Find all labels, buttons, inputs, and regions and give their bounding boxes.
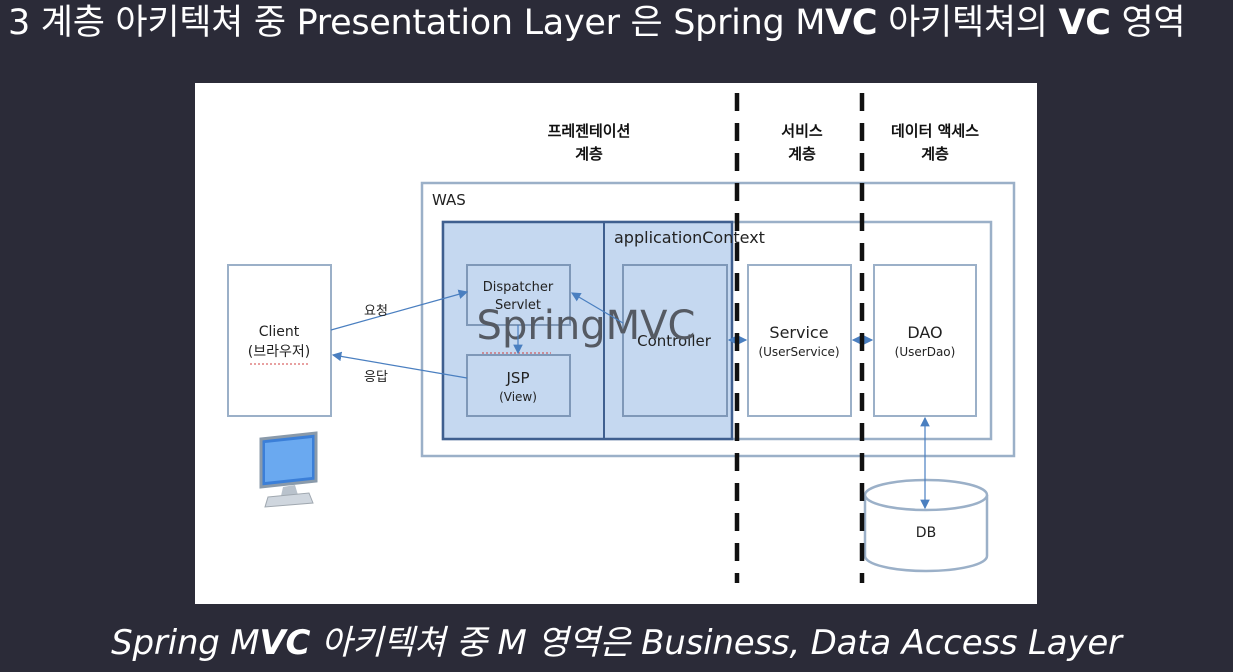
title-text-1: 3 계층 아키텍쳐 중 Presentation Layer 은 Spring …: [8, 3, 826, 43]
dao-sub-label: (UserDao): [895, 345, 956, 359]
springmvc-label: SpringMVC: [477, 303, 696, 349]
diagram-svg: 프레젠테이션 계층 서비스 계층 데이터 액세스 계층 WAS applicat…: [227, 93, 1016, 583]
was-label: WAS: [432, 191, 466, 209]
service-layer-label-2: 계층: [788, 145, 816, 163]
title-bold-1: VC: [825, 3, 878, 43]
jsp-box: [466, 354, 571, 417]
service-layer-label: 서비스: [781, 122, 823, 140]
caption-bold-1: VC: [259, 623, 311, 663]
slide-title: 3 계층 아키텍쳐 중 Presentation Layer 은 Spring …: [8, 2, 1233, 44]
response-label: 응답: [364, 370, 388, 385]
client-label: Client: [259, 324, 300, 340]
title-bold-2: VC: [1058, 3, 1111, 43]
client-sub-label: (브라우저): [248, 344, 310, 360]
db-label: DB: [916, 525, 936, 541]
presentation-layer-label: 프레젠테이션: [548, 122, 631, 140]
architecture-diagram: 프레젠테이션 계층 서비스 계층 데이터 액세스 계층 WAS applicat…: [195, 83, 1037, 604]
title-text-2: 아키텍쳐의: [877, 3, 1059, 43]
controller-label: Controller: [637, 332, 712, 350]
client-box: [227, 264, 332, 417]
data-access-layer-label: 데이터 액세스: [891, 122, 979, 140]
jsp-sub-label: (View): [499, 390, 537, 404]
caption-text-1: Spring M: [111, 623, 260, 663]
service-label: Service: [769, 323, 828, 342]
slide-caption: Spring MVC 아키텍쳐 중 M 영역은 Business, Data A…: [0, 620, 1233, 666]
data-access-layer-label-2: 계층: [921, 145, 949, 163]
monitor-icon: [259, 431, 318, 508]
title-text-3: 영역: [1110, 3, 1186, 43]
jsp-label: JSP: [506, 369, 530, 387]
dao-label: DAO: [907, 323, 942, 342]
request-label: 요청: [364, 304, 388, 319]
caption-text-2: 아키텍쳐 중 M 영역은 Business, Data Access Layer: [310, 623, 1122, 663]
service-sub-label: (UserService): [758, 345, 839, 359]
dispatcher-label: Dispatcher: [483, 280, 554, 295]
service-box: [747, 264, 852, 417]
controller-box: [622, 264, 728, 417]
dao-box: [873, 264, 977, 417]
presentation-layer-label-2: 계층: [575, 145, 603, 163]
servlet-label: Servlet: [495, 298, 541, 313]
application-context-label: applicationContext: [614, 228, 765, 247]
